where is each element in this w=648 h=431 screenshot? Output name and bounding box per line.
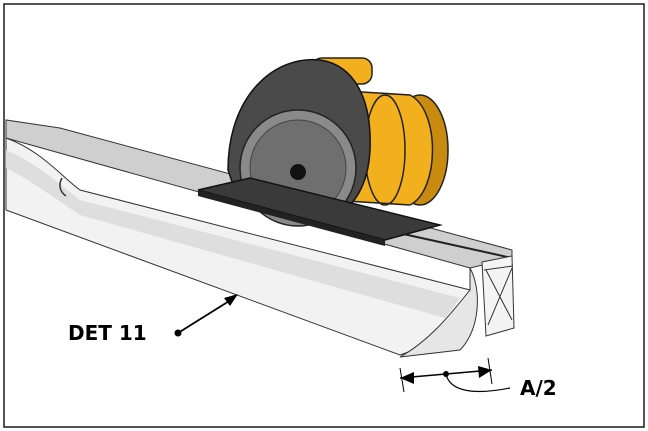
board-end-face bbox=[481, 255, 515, 337]
circular-saw-icon bbox=[197, 57, 449, 246]
end-face-cross-2 bbox=[487, 267, 513, 326]
board-notch bbox=[59, 177, 67, 197]
board-cove-shadow bbox=[6, 150, 460, 318]
board-bead bbox=[399, 267, 478, 358]
dimension-label: A/2 bbox=[520, 376, 557, 400]
saw-base-plate bbox=[197, 177, 443, 241]
saw-arbor bbox=[290, 164, 306, 180]
leader-arrow-icon bbox=[177, 294, 238, 334]
end-face-top bbox=[483, 265, 514, 271]
saw-base-edge bbox=[198, 190, 385, 246]
detail-label: DET 11 bbox=[68, 321, 147, 345]
dimension-arrow-icon bbox=[399, 357, 511, 393]
end-face-cross-1 bbox=[485, 269, 513, 321]
